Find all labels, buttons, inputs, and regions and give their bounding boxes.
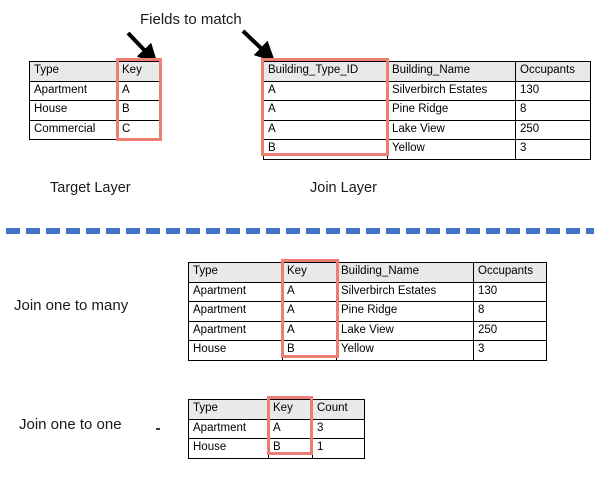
cell: Pine Ridge [387,100,516,121]
table-row: A Lake View 250 [263,119,591,140]
cell: Lake View [336,320,474,341]
cell: 130 [473,281,547,302]
cell: Pine Ridge [336,301,474,322]
cell: 250 [515,119,591,140]
arrow-to-target-key-icon [126,31,158,65]
table-row: Apartment A Pine Ridge 8 [188,301,547,322]
cell: Apartment [188,281,283,302]
cell: House [188,438,269,459]
table-header-row: Building_Type_ID Building_Name Occupants [263,61,591,82]
table-row: House B Yellow 3 [188,340,547,361]
table-header-row: Type Key [29,61,160,82]
join-one-to-one-label: Join one to one [19,416,122,433]
join-layer-table: Building_Type_ID Building_Name Occupants… [263,61,591,160]
cell: A [263,100,388,121]
column-header: Occupants [515,61,591,82]
column-header: Building_Type_ID [263,61,388,82]
cell: Lake View [387,119,516,140]
cell: 1 [312,438,365,459]
cell: Silverbirch Estates [336,281,474,302]
cell: A [282,281,337,302]
cell: A [263,119,388,140]
cell: A [282,301,337,322]
cell: 3 [312,418,365,439]
cell: A [263,80,388,101]
column-header: Type [29,61,118,82]
table-row: A Silverbirch Estates 130 [263,80,591,101]
table-row: Apartment A 3 [188,418,365,439]
join-layer-caption: Join Layer [310,180,377,196]
cell: Apartment [29,80,118,101]
fields-to-match-label: Fields to match [140,11,242,28]
table-row: Commercial C [29,119,160,140]
cell: A [282,320,337,341]
target-layer-caption: Target Layer [50,180,131,196]
cell: Silverbirch Estates [387,80,516,101]
column-header: Count [312,399,365,420]
table-row: House B [29,100,160,121]
cell: B [117,100,160,121]
target-layer-table: Type Key Apartment A House B Commercial … [29,61,160,140]
stray-dot-artifact [156,428,160,430]
join-one-to-one-table: Type Key Count Apartment A 3 House B 1 [188,399,365,459]
table-row: A Pine Ridge 8 [263,100,591,121]
column-header: Occupants [473,262,547,283]
cell: House [188,340,283,361]
cell: House [29,100,118,121]
column-header: Building_Name [336,262,474,283]
column-header: Key [282,262,337,283]
cell: B [282,340,337,361]
join-one-to-many-table: Type Key Building_Name Occupants Apartme… [188,262,547,361]
table-header-row: Type Key Building_Name Occupants [188,262,547,283]
cell: A [268,418,313,439]
column-header: Building_Name [387,61,516,82]
cell: 3 [515,139,591,160]
column-header: Key [268,399,313,420]
cell: 250 [473,320,547,341]
table-row: Apartment A [29,80,160,101]
cell: 8 [515,100,591,121]
cell: Apartment [188,320,283,341]
cell: Yellow [336,340,474,361]
section-divider [6,228,594,234]
cell: Yellow [387,139,516,160]
cell: 8 [473,301,547,322]
cell: Apartment [188,418,269,439]
column-header: Type [188,399,269,420]
cell: B [263,139,388,160]
arrow-to-join-key-icon [241,29,276,62]
cell: Apartment [188,301,283,322]
table-row: B Yellow 3 [263,139,591,160]
table-header-row: Type Key Count [188,399,365,420]
table-row: Apartment A Lake View 250 [188,320,547,341]
cell: A [117,80,160,101]
cell: Commercial [29,119,118,140]
cell: C [117,119,160,140]
cell: 3 [473,340,547,361]
table-row: Apartment A Silverbirch Estates 130 [188,281,547,302]
join-one-to-many-label: Join one to many [14,297,129,314]
column-header: Type [188,262,283,283]
column-header: Key [117,61,160,82]
cell: 130 [515,80,591,101]
table-row: House B 1 [188,438,365,459]
cell: B [268,438,313,459]
